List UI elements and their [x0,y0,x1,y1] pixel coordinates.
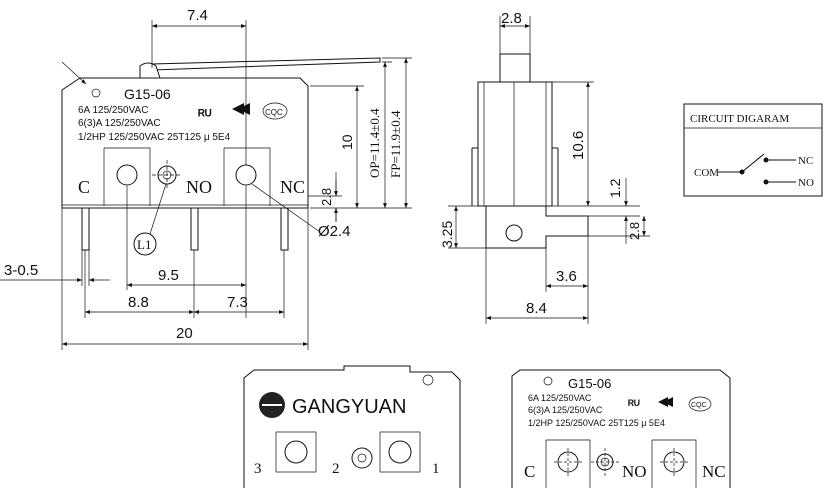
switch-contact [718,153,765,173]
dim-plunger: 2.8 [501,10,522,27]
rating-line: 6(3)A 125/250VAC [78,118,161,129]
pointer-arrow [61,61,87,85]
switch-body [61,77,309,209]
front-view: ᴿᵁ CQC G15-06 6A 125/250VAC 6(3)A 125/25… [0,7,412,350]
dim-gap: 1.2 [607,178,623,198]
terminal-number: 3 [254,461,262,477]
model-label: G15-06 [568,376,611,391]
terminal-number: 1 [432,461,440,477]
dim-term: 2.8 [627,222,642,240]
dim-fp: FP=11.9±0.4 [388,110,403,178]
callout-label: L1 [137,237,151,252]
callout-l1 [133,232,157,256]
tuv-mark-icon [232,103,250,115]
circuit-title: CIRCUIT DIGARAM [690,113,789,125]
label-view: G15-06 6A 125/250VAC 6(3)A 125/250VAC 1/… [511,369,731,488]
side-body [477,81,553,207]
rating-line: 6A 125/250VAC [528,393,592,403]
dim-lever-offset: 7.4 [187,7,208,24]
c-screw [557,451,579,473]
logo-icon [543,376,553,386]
terminal-number: 2 [332,461,340,477]
terminal-label-no: NO [186,177,212,197]
logo-icon [91,88,101,98]
terminal-hole [505,224,523,242]
gangyuan-logo-icon [259,392,285,418]
pin-c [81,207,90,251]
model-label: G15-06 [124,86,171,102]
lever-hinge [139,62,161,79]
rating-line: 6A 125/250VAC [78,105,148,116]
terminal-3 [284,440,308,464]
c-screw [116,164,138,186]
dim-width: 8.4 [526,300,547,317]
plunger [499,53,531,83]
dim-term-w: 3.6 [556,268,577,285]
dim-pitch-b: 7.3 [227,294,248,311]
ul-mark-icon: ᴿᵁ [198,107,212,124]
circuit-nc: NC [798,155,813,167]
svg-text:CQC: CQC [265,108,283,117]
terminal-label-nc: NC [702,462,726,481]
rating-line: 1/2HP 125/250VAC 25T125 μ 5E4 [78,132,231,143]
mount-hole [596,453,614,471]
terminal-label-no: NO [622,462,647,481]
dim-body-h: 10.6 [570,131,587,160]
dim-height: 10 [339,134,355,150]
terminal-label-nc: NC [280,177,305,197]
side-terminal [485,206,589,249]
svg-text:ᴿᵁ: ᴿᵁ [198,107,212,124]
terminal-label-c: C [78,177,90,197]
terminal-label-c: C [524,462,535,481]
pin-no [190,207,199,251]
dim-length: 20 [176,325,193,342]
terminal-1 [388,440,412,464]
logo-icon [422,374,434,386]
tuv-mark-icon [658,397,673,407]
nc-screw [235,164,257,186]
side-view: 2.8 10.6 1.2 2.8 3.25 3.6 8.4 [439,10,650,324]
dim-hole: Ø2.4 [318,223,351,240]
svg-text:CQC: CQC [691,402,707,409]
cqc-mark-icon: CQC [262,102,288,120]
back-view: GANGYUAN 3 2 1 [243,365,461,488]
dim-pitch-c-nc: 9.5 [158,267,179,284]
rating-line: 6(3)A 125/250VAC [528,405,603,415]
circuit-box [683,103,823,197]
cqc-mark-icon: CQC [688,396,712,412]
dim-pitch-a: 8.8 [128,294,149,311]
dim-pin-stub: 2.8 [319,188,334,206]
actuator-lever [151,57,381,71]
brand-name: GANGYUAN [292,396,406,418]
back-body [243,365,461,488]
pin-nc [280,207,289,251]
dim-op: OP=11.4±0.4 [367,108,382,178]
dim-base: 3.25 [439,221,455,248]
terminal-2 [351,447,373,469]
nc-screw [663,451,685,473]
svg-text:ᴿᵁ: ᴿᵁ [628,397,640,412]
label-body [511,369,731,488]
ul-mark-icon: ᴿᵁ [628,397,640,412]
dim-pin-width: 3-0.5 [4,262,38,279]
rating-line: 1/2HP 125/250VAC 25T125 μ 5E4 [528,418,665,428]
circuit-diagram: CIRCUIT DIGARAM COM NC NO [683,103,823,197]
circuit-com: COM [694,167,719,179]
circuit-no: NO [798,177,814,189]
